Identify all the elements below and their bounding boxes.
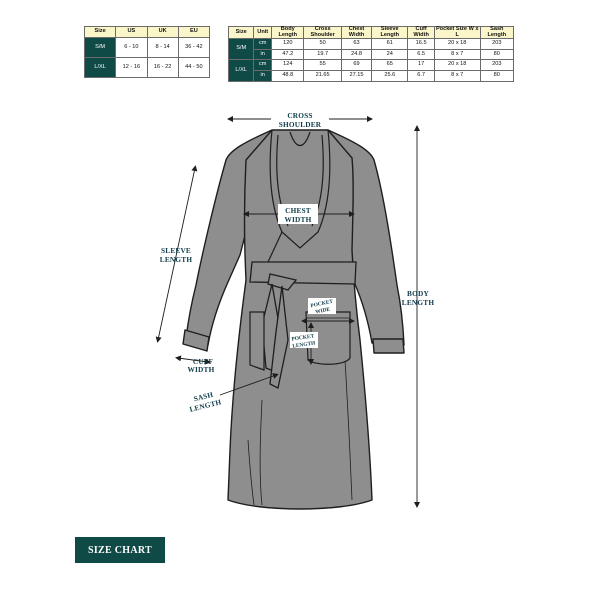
measurement-header: Chest Width (340, 25, 373, 40)
size-conversion-table: Size US UK EU S/M 6 - 10 8 - 14 36 - 42 … (83, 26, 211, 78)
pocket-length-label: POCKET (291, 333, 315, 342)
pocket-wide-label: WIDE (315, 306, 331, 315)
conversion-us-cell: 12 - 16 (115, 57, 148, 78)
measurement-row: S/M cm 120 50 63 61 16.5 20 x 18 203 (227, 38, 515, 61)
measurement-value-cell: 25.6 (371, 69, 409, 82)
sleeve-length-label: LENGTH (160, 255, 193, 264)
right-cuff (372, 338, 405, 354)
pocket-wide-label: POCKET (310, 299, 334, 310)
conversion-eu-cell: 44 - 50 (177, 57, 211, 78)
sleeve-length-arrow (155, 165, 198, 343)
belt-knot (267, 273, 298, 291)
size-chart-badge: SIZE CHART (75, 537, 165, 563)
cross-shoulder-label: CROSS (287, 111, 312, 120)
measurement-header-row: Size Unit Body Length Cross Shoulder Che… (227, 25, 515, 40)
shawl-collar (269, 129, 331, 249)
sash-length-arrow (219, 373, 279, 396)
chest-width-label: WIDTH (285, 215, 312, 224)
cuff-width-label: WIDTH (188, 365, 215, 374)
cross-shoulder-label: SHOULDER (279, 120, 322, 129)
measurement-row: in 47.2 19.7 24.8 24 6.5 8 x 7 80 (229, 48, 515, 61)
cuff-width-label: CUFF (193, 357, 214, 366)
measurement-table: Size Unit Body Length Cross Shoulder Che… (227, 25, 515, 82)
sash-tail-right (269, 285, 289, 389)
label-backgrounds (271, 110, 336, 348)
robe-drawing (182, 129, 405, 510)
sleeve-length-label: SLEEVE (161, 246, 191, 255)
measurement-header: Size (227, 25, 255, 40)
left-pocket (249, 311, 265, 371)
conversion-row: S/M 6 - 10 8 - 14 36 - 42 (83, 37, 211, 58)
conversion-row: L/XL 12 - 16 16 - 22 44 - 50 (83, 57, 211, 78)
measurement-header: Cross Shoulder (303, 25, 342, 40)
waist-belt (249, 261, 357, 285)
measurement-value-cell: 27.15 (340, 69, 373, 82)
measurement-header: Body Length (271, 25, 305, 40)
measurement-labels: CROSS SHOULDER CHEST WIDTH SLEEVE LENGTH… (160, 111, 435, 414)
conversion-size-cell: S/M (83, 37, 117, 58)
body-length-label: BODY (407, 289, 429, 298)
body-length-label: LENGTH (402, 298, 435, 307)
conversion-uk-cell: 16 - 22 (146, 57, 179, 78)
measurement-value-cell: 80 (479, 69, 515, 82)
measurement-header: Sleeve Length (371, 25, 409, 40)
conversion-size-cell: L/XL (83, 57, 117, 78)
measurement-value-cell: 21.65 (303, 69, 342, 82)
measurement-value-cell: 48.8 (271, 69, 305, 82)
pockets (249, 311, 351, 371)
robe-body (227, 129, 373, 510)
measurement-row: in 48.8 21.65 27.15 25.6 6.7 8 x 7 80 (229, 69, 515, 82)
cuff-width-arrow (175, 355, 211, 365)
robe-details (247, 129, 353, 506)
conversion-header-row: Size US UK EU (83, 26, 211, 38)
measurement-size-cell: S/M (227, 38, 255, 61)
measurement-header: Cuff Width (407, 25, 435, 40)
measurement-header: Sash Length (479, 25, 515, 40)
pocket-length-label: LENGTH (292, 340, 316, 349)
chest-width-label: CHEST (285, 206, 311, 215)
measurement-size-cell: L/XL (227, 59, 255, 82)
belt-and-sash (249, 261, 357, 389)
measurement-arrows (155, 116, 420, 508)
measurement-header: Unit (253, 25, 273, 40)
